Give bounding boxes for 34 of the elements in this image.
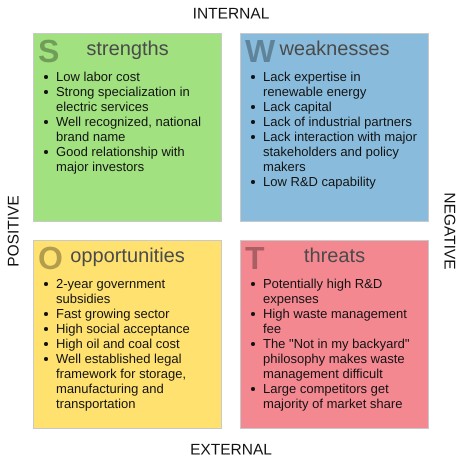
list-item: High social acceptance [42,321,190,336]
axis-label: NEGATIVE [440,192,458,270]
list-item: Low R&D capability [249,174,376,189]
axis-label: INTERNAL [192,6,270,22]
list-item: Lack expertise in renewable energy [249,69,421,99]
quadrant-title: weaknesses [279,38,390,60]
list-item: Well recognized, national brand name [42,114,214,144]
list-item: Strong specialization in electric services [42,84,214,114]
quadrant-panel [33,240,222,429]
list-item: The "Not in my backyard" philosophy makes waste management difficult [249,336,421,381]
quadrant-panel [33,33,222,222]
quadrant-title: strengths [86,38,169,60]
list-item: Lack interaction with major stakeholders and policy makers [249,129,421,174]
list-item: High oil and coal cost [42,336,180,351]
list-item: Lack of industrial partners [249,114,412,129]
axis-label: EXTERNAL [190,442,272,458]
quadrant-panel [240,240,429,429]
quadrant-title: threats [304,245,366,267]
quadrant-title: opportunities [70,245,185,267]
quadrant-letter: O [38,246,63,270]
list-item: Low labor cost [42,69,140,84]
list-item: Lack capital [249,99,332,114]
axis-label: POSITIVE [6,195,22,267]
quadrant-letter: W [245,39,276,63]
quadrant-panel [240,33,429,222]
list-item: 2-year government subsidies [42,276,214,306]
list-item: Potentially high R&D expenses [249,276,421,306]
list-item: Large competitors get majority of market share [249,381,421,411]
list-item: High waste management fee [249,306,421,336]
quadrant-letter: T [245,246,265,270]
quadrant-letter: S [38,39,60,63]
list-item: Well established legal framework for storage, manufacturing and transportation [42,351,214,411]
list-item: Good relationship with major investors [42,144,214,174]
list-item: Fast growing sector [42,306,170,321]
